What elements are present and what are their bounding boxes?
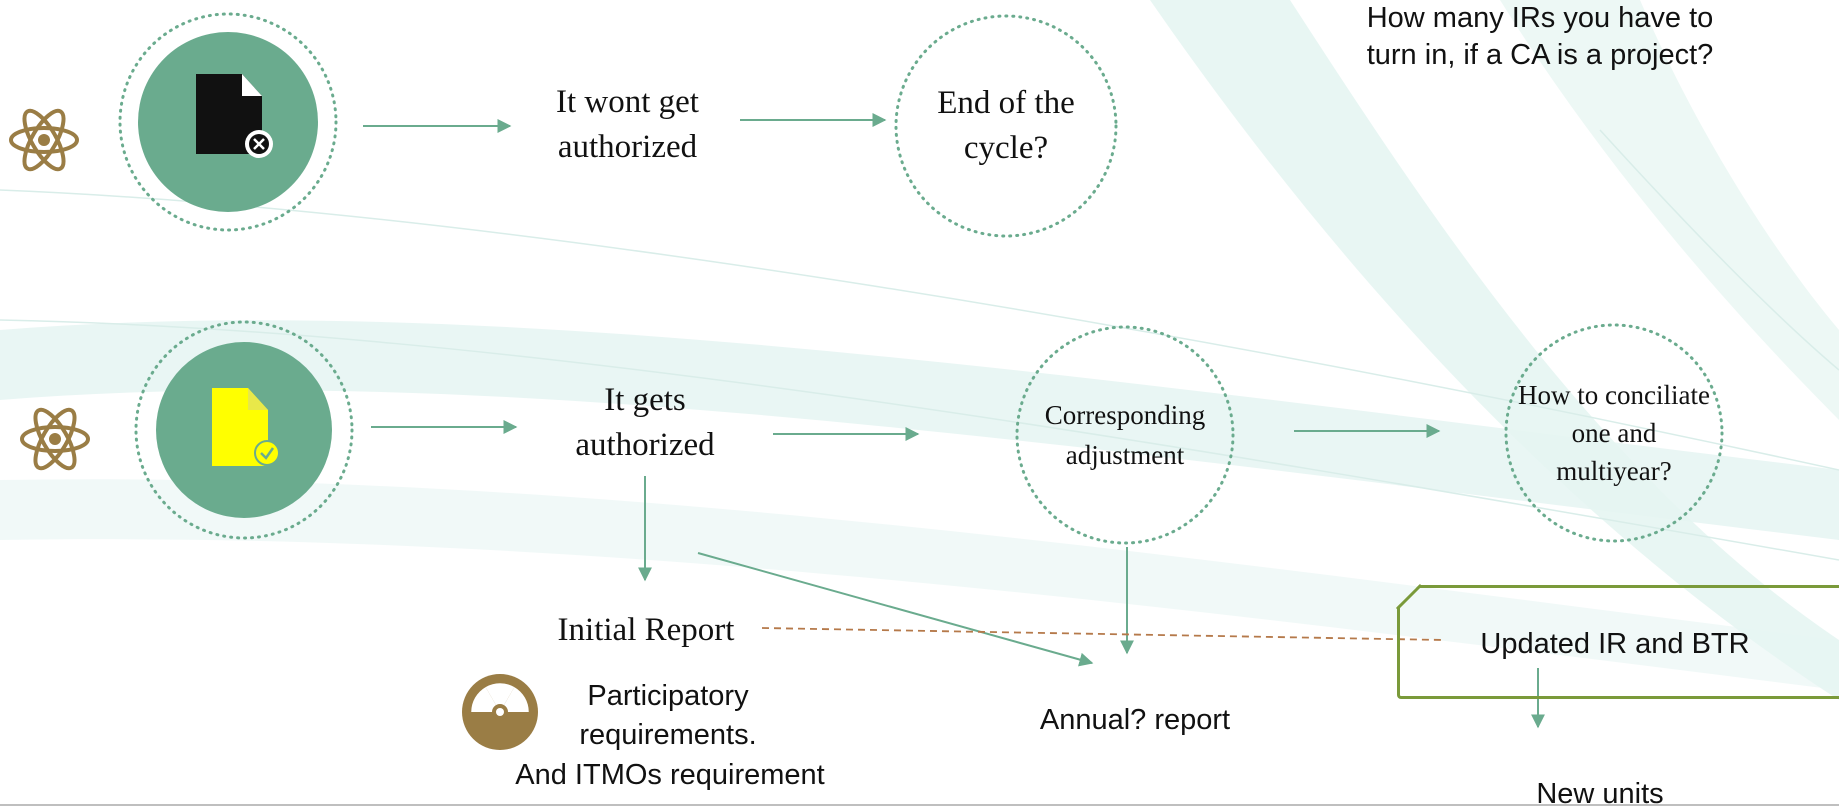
participatory-line2: requirements. <box>579 719 757 751</box>
annual-report-label: Annual? report <box>1039 704 1231 736</box>
how-many-irs-label: How many IRs you have to turn in, if a C… <box>1366 2 1714 71</box>
corresponding-adjustment-ring <box>1015 325 1235 545</box>
participatory-line1: Participatory <box>587 680 749 712</box>
radiation-icon <box>462 674 538 750</box>
updated-ir-btr-label: Updated IR and BTR <box>1480 628 1750 660</box>
gets-authorized-label: It gets authorized <box>575 382 715 463</box>
wont-get-authorized-label: It wont get authorized <box>556 84 699 165</box>
updated-ir-box <box>1397 585 1839 699</box>
atom-icon <box>20 407 90 471</box>
atom-icon <box>9 108 79 172</box>
conciliate-ring <box>1504 323 1724 543</box>
document-rejected-icon <box>196 74 273 158</box>
bottom-divider <box>0 804 1839 806</box>
end-of-cycle-label: End of the cycle? <box>937 85 1075 166</box>
updated-ir-box-corner <box>1395 583 1423 611</box>
end-of-cycle-ring <box>894 14 1118 238</box>
document-approved-icon <box>212 388 280 466</box>
arrow-to-annual-report <box>697 552 1094 667</box>
conciliate-label: How to conciliate one and multiyear? <box>1518 380 1710 486</box>
dashed-connector-initial-to-updated <box>761 627 1445 641</box>
corresponding-adjustment-label: Corresponding adjustment <box>1044 400 1206 470</box>
itmos-requirement-label: And ITMOs requirement <box>515 759 825 791</box>
initial-report-label: Initial Report <box>557 612 735 648</box>
new-units-label: New units <box>1536 778 1664 810</box>
